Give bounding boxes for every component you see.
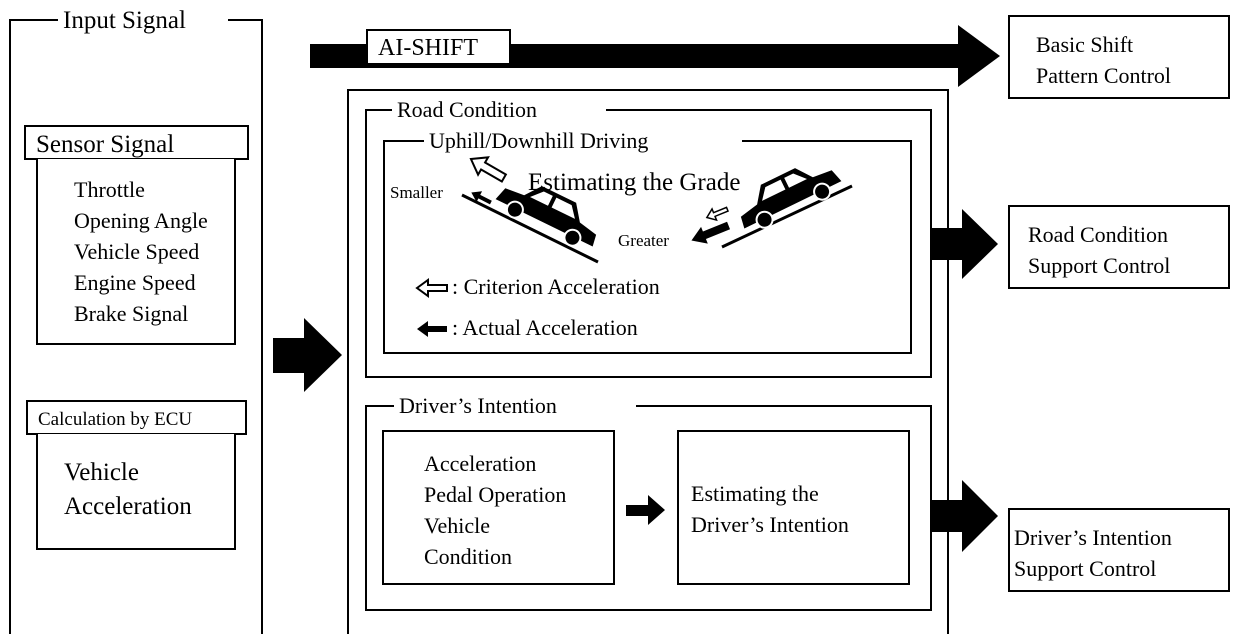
drivers-intention-title: Driver’s Intention [394,395,562,417]
input-arrow [273,318,342,392]
uphill-slope [721,184,853,249]
road-condition-title: Road Condition [392,99,542,121]
sensor-signal-list: Throttle Opening Angle Vehicle Speed Eng… [74,174,208,329]
input-signal-title: Input Signal [58,8,191,33]
intention-input-condition: Condition [424,544,513,569]
uphill-downhill-title: Uphill/Downhill Driving [424,130,654,152]
road-condition-output-line-2: Support Control [1028,253,1171,278]
calculation-title: Calculation by ECU [38,409,193,430]
intention-input-acceleration: Acceleration [424,451,537,476]
road-condition-output-box: Road Condition Support Control [1008,205,1230,289]
input-signal-frame [9,19,263,634]
road-condition-output: Road Condition Support Control [1028,219,1170,281]
calculation-list: Vehicle Acceleration [64,456,192,524]
drivers-intention-output: Driver’s Intention Support Control [1014,522,1172,584]
basic-shift-output-box: Basic Shift Pattern Control [1008,15,1230,99]
car-icon [495,186,597,247]
estimating-intention-text: Estimating the Driver’s Intention [691,478,849,540]
sensor-item-brake-signal: Brake Signal [74,301,189,326]
hollow-arrow-icon [705,206,729,222]
calculation-title-box: Calculation by ECU [26,400,247,435]
intention-inputs-list: Acceleration Pedal Operation Vehicle Con… [424,448,566,572]
road-condition-output-line-1: Road Condition [1028,222,1168,247]
sensor-signal-title-box: Sensor Signal [24,125,249,160]
sensor-item-opening-angle: Opening Angle [74,208,208,233]
drivers-intention-output-line-2: Support Control [1014,556,1157,581]
road-output-arrow [932,209,998,279]
basic-shift-line-1: Basic Shift [1036,32,1134,57]
calculation-box: Vehicle Acceleration [36,434,236,550]
sensor-signal-title: Sensor Signal [36,131,175,158]
sensor-item-throttle: Throttle [74,177,145,202]
calculation-item-acceleration: Acceleration [64,493,192,520]
ai-shift-label: AI-SHIFT [378,35,478,61]
solid-arrow-icon [471,191,492,205]
ai-shift-label-box: AI-SHIFT [366,29,511,65]
main-frame [347,89,949,634]
drivers-intention-output-line-1: Driver’s Intention [1014,525,1172,550]
legend-actual-label: : Actual Acceleration [452,315,638,340]
road-condition-frame [365,109,932,378]
sensor-signal-box: Throttle Opening Angle Vehicle Speed Eng… [36,159,236,345]
estimating-grade-label: Estimating the Grade [528,169,741,196]
sensor-item-engine-speed: Engine Speed [74,270,196,295]
intention-input-vehicle: Vehicle [424,513,490,538]
drivers-intention-output-box: Driver’s Intention Support Control [1008,508,1230,592]
estimating-intention-line-2: Driver’s Intention [691,512,849,537]
intention-inner-arrow [626,495,665,525]
hollow-arrow-icon [469,156,508,183]
solid-arrow-icon [691,221,731,244]
smaller-label: Smaller [390,183,443,202]
greater-label: Greater [618,231,669,250]
legend-solid-arrow-icon [417,321,447,337]
basic-shift-output: Basic Shift Pattern Control [1036,29,1171,91]
uphill-frame [383,140,912,354]
estimating-intention-line-1: Estimating the [691,481,819,506]
estimating-intention-box: Estimating the Driver’s Intention [677,430,910,585]
drivers-intention-frame [365,405,932,611]
driver-output-arrow [932,480,998,552]
sensor-item-vehicle-speed: Vehicle Speed [74,239,200,264]
car-icon [740,168,842,229]
legend-hollow-arrow-icon [415,278,448,298]
calculation-item-vehicle: Vehicle [64,459,139,486]
downhill-slope [461,193,599,264]
ai-shift-arrow [310,25,1000,87]
basic-shift-line-2: Pattern Control [1036,63,1172,88]
intention-input-pedal-operation: Pedal Operation [424,482,567,507]
intention-inputs-box: Acceleration Pedal Operation Vehicle Con… [382,430,615,585]
legend-criterion-label: : Criterion Acceleration [452,274,660,299]
